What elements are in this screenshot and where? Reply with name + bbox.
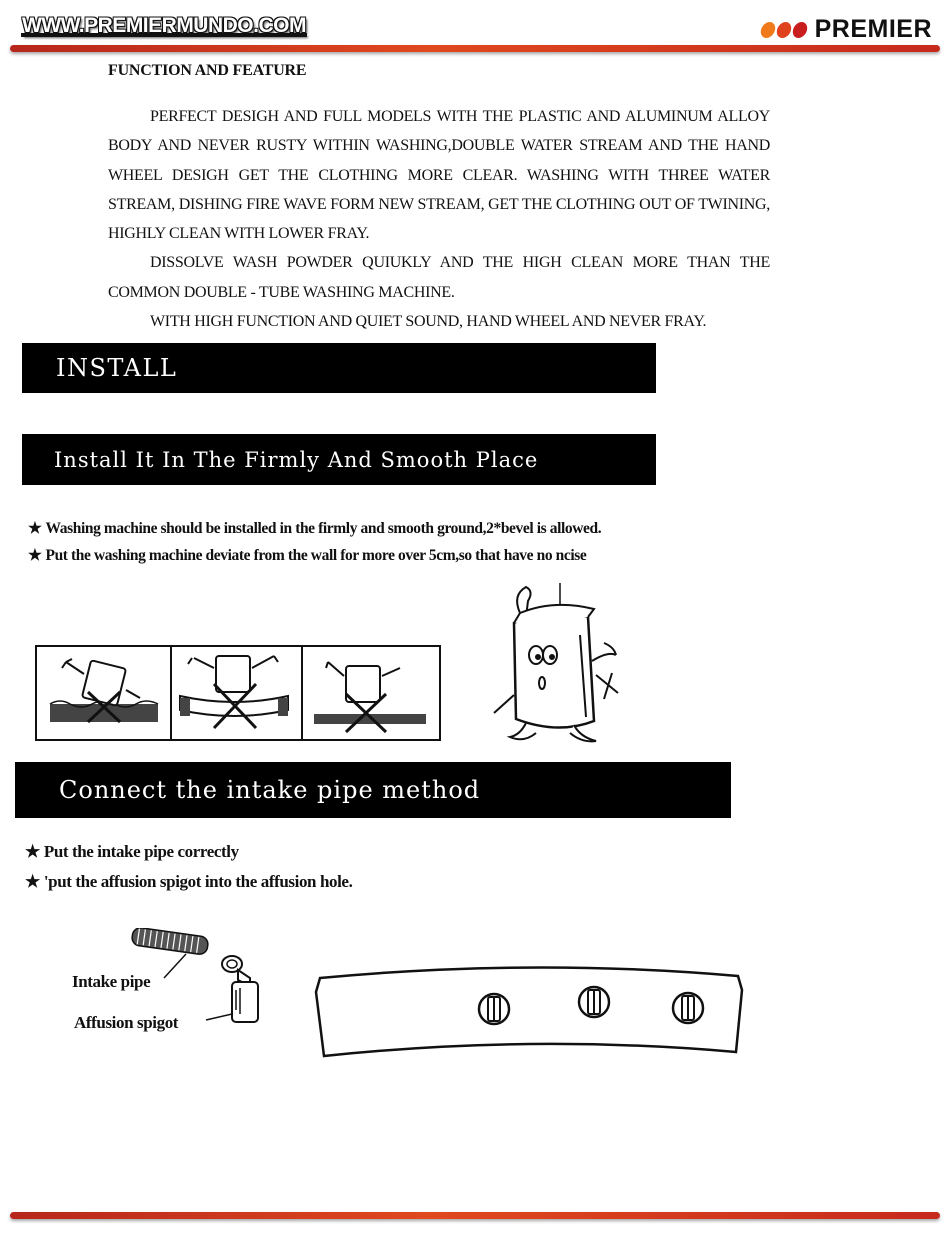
intake-pipe-icon bbox=[131, 928, 209, 979]
install-bullet-text: Put the washing machine deviate from the… bbox=[45, 547, 587, 564]
intake-pipe-banner: Connect the intake pipe method bbox=[15, 762, 731, 818]
install-banner: INSTALL bbox=[22, 343, 656, 393]
intake-pipe-label: Intake pipe bbox=[72, 972, 151, 991]
install-bullet: ★Put the washing machine deviate from th… bbox=[28, 546, 587, 565]
install-place-banner-title: Install It In The Firmly And Smooth Plac… bbox=[54, 447, 539, 472]
star-icon: ★ bbox=[28, 547, 42, 564]
pipe-bullet-text: Put the intake pipe correctly bbox=[43, 842, 239, 861]
star-icon: ★ bbox=[25, 872, 40, 891]
install-place-banner: Install It In The Firmly And Smooth Plac… bbox=[22, 434, 656, 485]
feature-paragraph: WITH HIGH FUNCTION AND QUIET SOUND, HAND… bbox=[150, 313, 707, 331]
brand-dots-icon bbox=[758, 21, 809, 38]
soft-ground-panel bbox=[314, 661, 426, 734]
affusion-hole-icon bbox=[577, 985, 611, 1019]
brand-dot-3 bbox=[790, 21, 809, 38]
affusion-hole-icon bbox=[477, 992, 511, 1026]
site-url-link[interactable]: WWW.PREMIERMUNDO.COM bbox=[21, 13, 307, 37]
incorrect-placement-illustration bbox=[35, 645, 441, 741]
affusion-hole-panel-illustration bbox=[314, 966, 744, 1058]
star-icon: ★ bbox=[25, 842, 40, 861]
pipe-bullet: ★'put the affusion spigot into the affus… bbox=[25, 872, 353, 892]
feature-paragraph: PERFECT DESIGH AND FULL MODELS WITH THE … bbox=[108, 108, 770, 243]
header-rule bbox=[10, 45, 940, 52]
uneven-ground-panel bbox=[49, 658, 159, 724]
install-bullet: ★Washing machine should be installed in … bbox=[28, 519, 602, 538]
affusion-hole-icon bbox=[671, 991, 705, 1025]
feature-title: FUNCTION AND FEATURE bbox=[108, 62, 307, 79]
pipe-bullet: ★Put the intake pipe correctly bbox=[25, 842, 239, 862]
install-banner-title: INSTALL bbox=[56, 354, 178, 382]
feature-text: PERFECT DESIGH AND FULL MODELS WITH THE … bbox=[108, 102, 770, 336]
install-bullet-text: Washing machine should be installed in t… bbox=[45, 520, 602, 537]
brand-dot-1 bbox=[758, 21, 777, 38]
footer-rule bbox=[10, 1212, 940, 1219]
brand-dot-2 bbox=[774, 21, 793, 38]
pipe-bullet-text: 'put the affusion spigot into the affusi… bbox=[43, 872, 353, 891]
brand-logo: PREMIER bbox=[758, 15, 932, 44]
sloped-ground-panel bbox=[179, 655, 289, 730]
affusion-spigot-icon bbox=[205, 955, 259, 1023]
intake-pipe-banner-title: Connect the intake pipe method bbox=[59, 776, 481, 804]
intake-pipe-spigot-illustration bbox=[131, 928, 259, 1023]
washing-machine-mascot-illustration bbox=[493, 583, 619, 743]
brand-name: PREMIER bbox=[814, 15, 932, 43]
feature-paragraph: DISSOLVE WASH POWDER QUIUKLY AND THE HIG… bbox=[108, 254, 770, 301]
affusion-spigot-label: Affusion spigot bbox=[74, 1013, 179, 1032]
star-icon: ★ bbox=[28, 520, 42, 537]
